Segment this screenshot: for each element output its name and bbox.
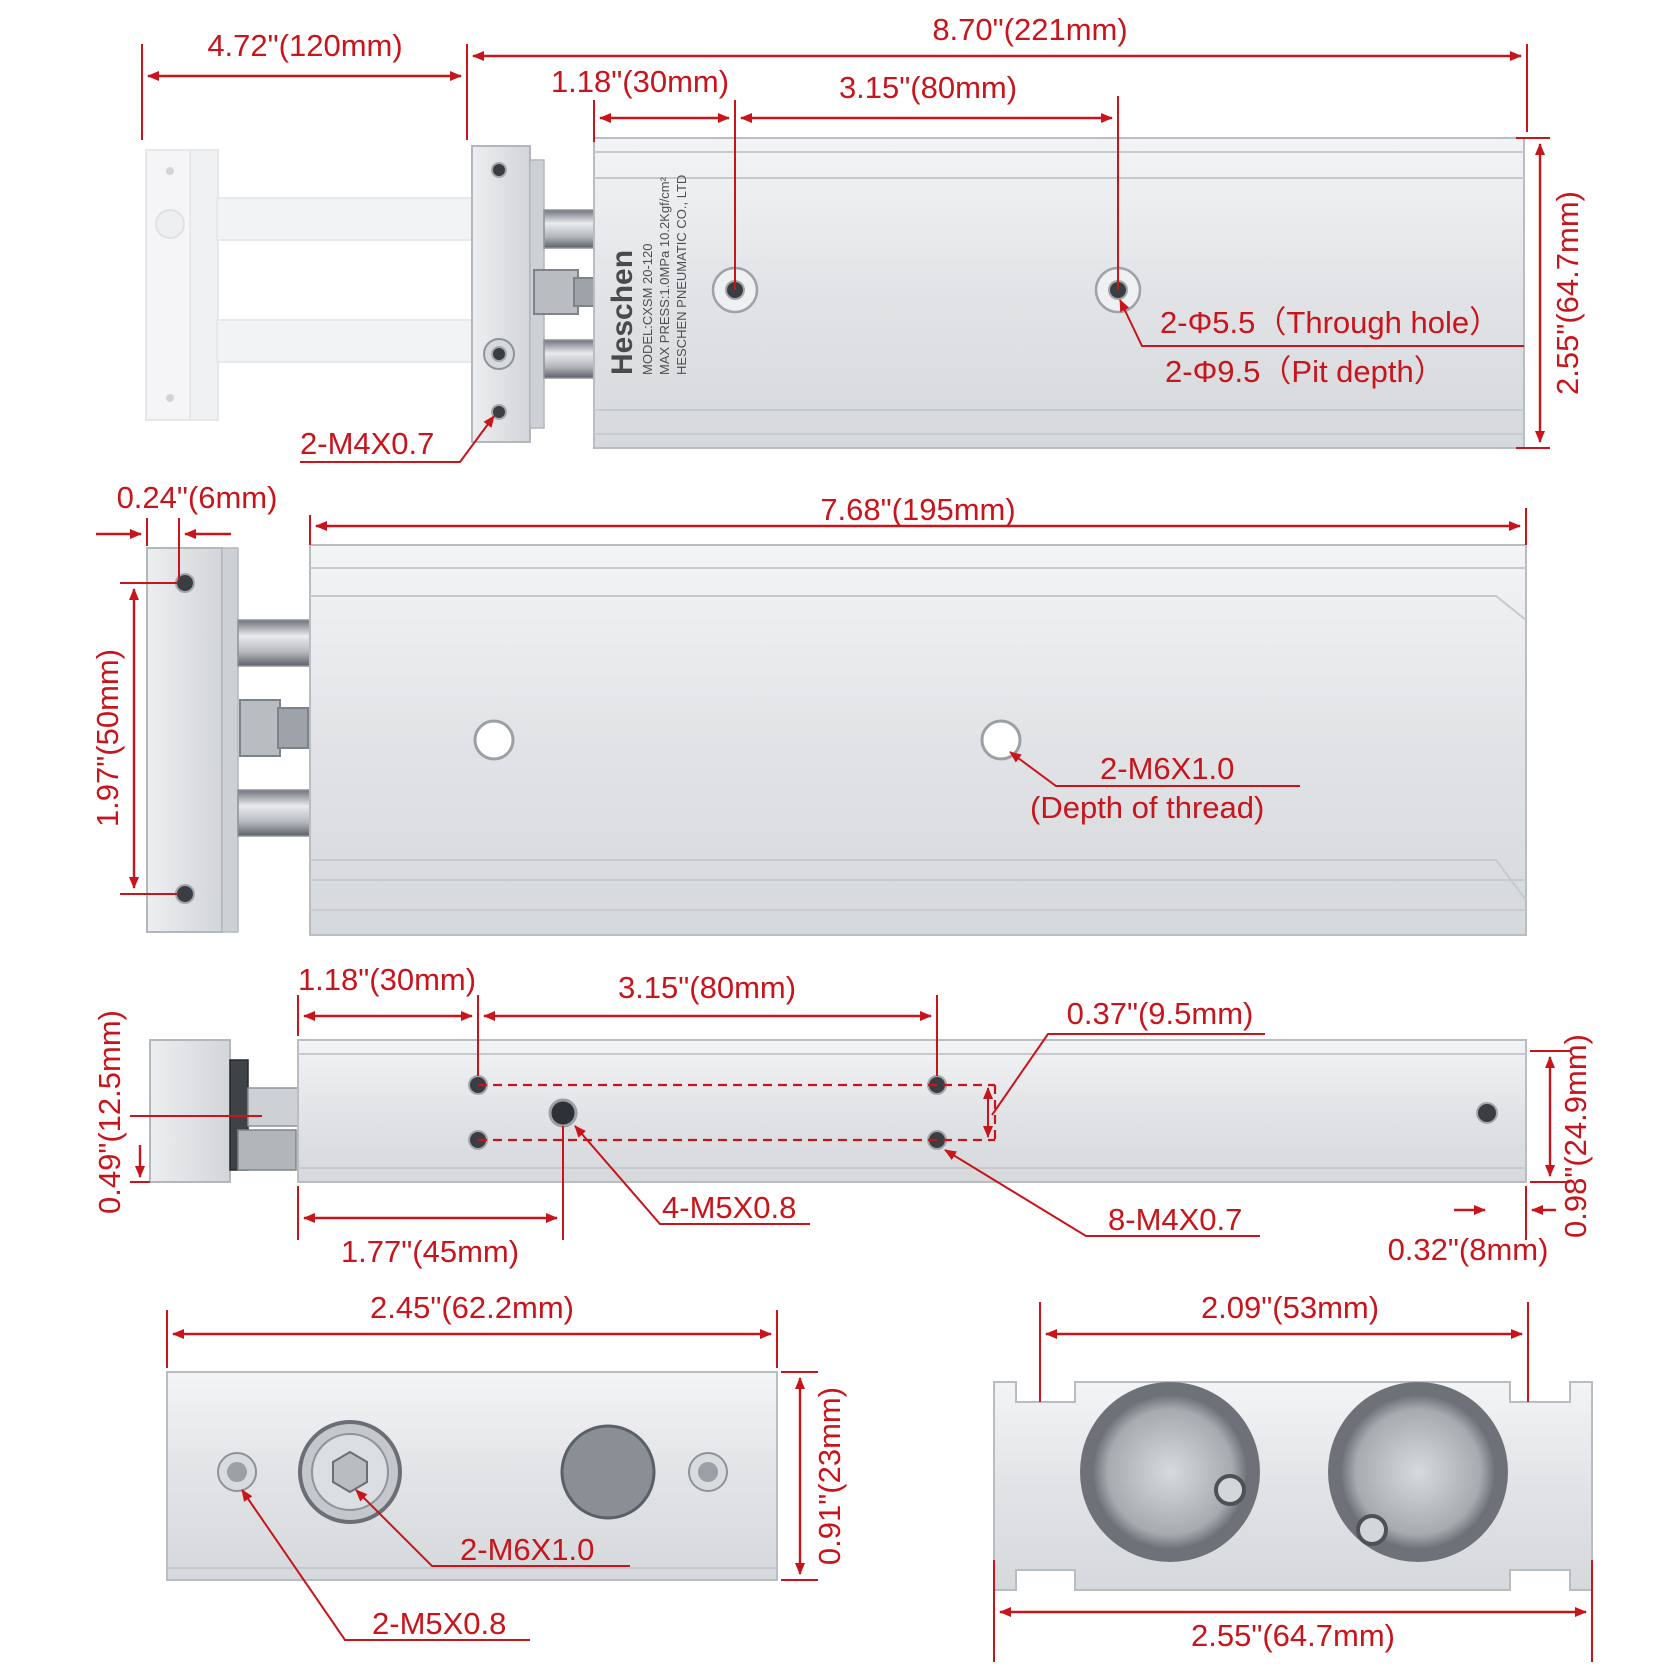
side-row-gap-dim: 0.37"(9.5mm) [1067, 996, 1254, 1031]
piston-rod [237, 619, 311, 667]
side-offset2-dim: 1.77"(45mm) [341, 1234, 519, 1269]
side-cylinder-body [297, 1039, 1527, 1183]
end-view-bores: 2.09"(53mm) 2.55"(64.7mm) [993, 1290, 1593, 1662]
top-end-plate [471, 145, 531, 443]
nameplate: Heschen MODEL:CXSM 20-120 MAX PRESS:1.0M… [606, 175, 689, 375]
through-hole-callout: 2-Φ5.5（Through hole） [1160, 305, 1500, 340]
top-offset-dim: 1.18"(30mm) [551, 64, 729, 99]
end-plate-body [166, 1371, 778, 1581]
side-offset-dim: 1.18"(30mm) [298, 962, 476, 997]
front-view: 0.24"(6mm) 7.68"(195mm) 1.97"(50mm) 2-M6… [90, 480, 1527, 936]
top-height-dim: 2.55"(64.7mm) [1550, 191, 1585, 395]
piston-rod [237, 789, 311, 837]
piston-rod [543, 339, 595, 379]
plate-thread-callout: 2-M4X0.7 [300, 426, 434, 461]
side-pitch-dim: 3.15"(80mm) [618, 970, 796, 1005]
piston-end-icon [560, 1424, 656, 1520]
mid-length-dim: 7.68"(195mm) [820, 492, 1015, 527]
pressure-label: MAX PRESS:1.0MPa 10.2Kgf/cm² [657, 176, 672, 375]
end-m6-callout: 2-M6X1.0 [460, 1532, 594, 1567]
plate-hole-icon [175, 884, 195, 904]
piston-rod [247, 1087, 299, 1127]
side-rod-height-dim: 0.49"(12.5mm) [92, 1010, 127, 1214]
model-label: MODEL:CXSM 20-120 [640, 244, 655, 376]
side-m4-callout: 8-M4X0.7 [1108, 1202, 1242, 1237]
mid-plate-height-dim: 1.97"(50mm) [90, 649, 125, 827]
pit-depth-callout: 2-Φ9.5（Pit depth） [1165, 354, 1445, 389]
front-end-plate [146, 547, 223, 933]
plate-thread-hole-icon [491, 404, 507, 420]
end-width-dim: 2.45"(62.2mm) [370, 1290, 574, 1325]
end-view-plate: 2.45"(62.2mm) 0.91"(23mm) 2-M6X1.0 2-M5X… [166, 1290, 847, 1641]
side-m5-callout: 4-M5X0.8 [662, 1190, 796, 1225]
thread-hole-icon [980, 719, 1022, 761]
bore-width-dim: 2.55"(64.7mm) [1191, 1618, 1395, 1653]
thread-hole-icon [473, 719, 515, 761]
side-end-plate [149, 1039, 231, 1183]
side-end-dim: 0.32"(8mm) [1388, 1232, 1549, 1267]
side-view: 0.37"(9.5mm) 1.18"(30mm) 3.15"(80mm) 1.7… [92, 962, 1593, 1269]
brand-label: Heschen [606, 250, 639, 375]
side-height-dim: 0.98"(24.9mm) [1558, 1034, 1593, 1238]
mid-plate-thk-dim: 0.24"(6mm) [117, 480, 278, 515]
company-label: HESCHEN PNEUMATIC CO., LTD [674, 175, 689, 375]
end-m5-callout: 2-M5X0.8 [372, 1606, 506, 1641]
mid-thread-callout: 2-M6X1.0 [1100, 751, 1234, 786]
adjust-nut-icon [533, 269, 579, 315]
extended-plate-ghost [145, 149, 473, 421]
bore-pitch-dim: 2.09"(53mm) [1201, 1290, 1379, 1325]
plate-hole-icon [491, 162, 507, 178]
top-length-dim: 8.70"(221mm) [932, 12, 1127, 47]
top-pitch-dim: 3.15"(80mm) [839, 70, 1017, 105]
piston-rod [543, 209, 595, 249]
end-height-dim: 0.91"(23mm) [812, 1387, 847, 1565]
top-stroke-dim: 4.72"(120mm) [207, 28, 402, 63]
m5-hole-icon [548, 1098, 578, 1128]
adjust-nut-icon [239, 699, 281, 757]
mid-thread-note: (Depth of thread) [1030, 790, 1264, 825]
end-hole-icon [1476, 1102, 1498, 1124]
top-view: Heschen MODEL:CXSM 20-120 MAX PRESS:1.0M… [141, 12, 1585, 463]
